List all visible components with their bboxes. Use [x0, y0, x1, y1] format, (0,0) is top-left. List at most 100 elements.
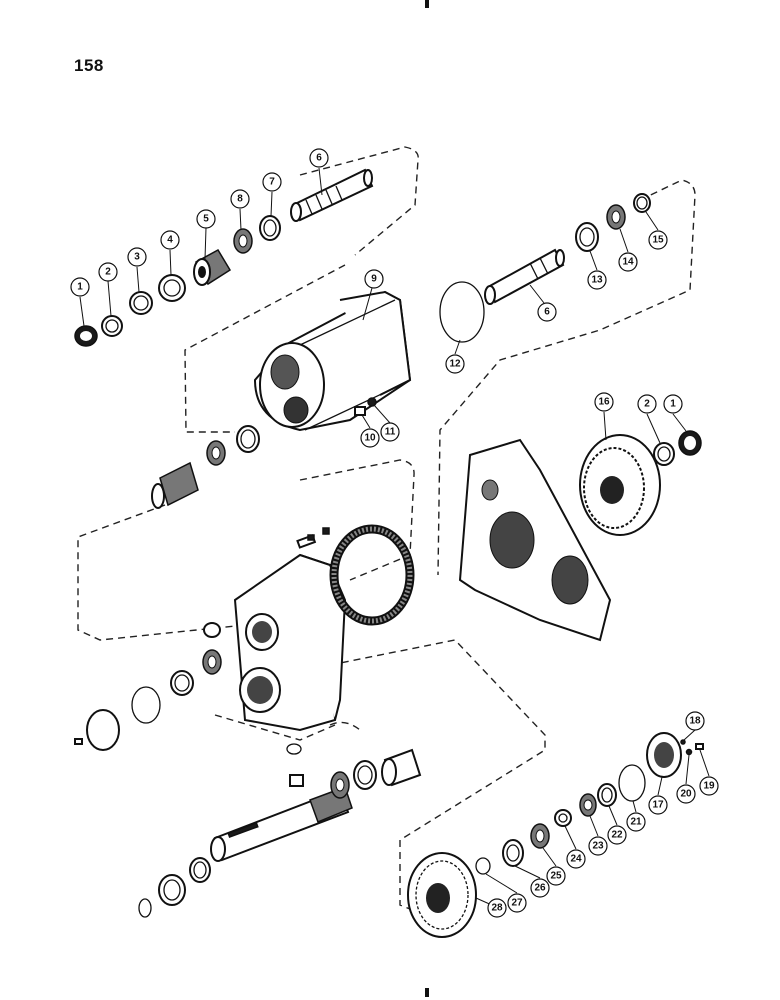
svg-text:12: 12	[449, 359, 461, 370]
svg-text:14: 14	[622, 257, 634, 268]
callout-5: 5	[196, 209, 216, 229]
svg-text:28: 28	[491, 903, 503, 914]
svg-text:2: 2	[105, 267, 111, 278]
svg-text:17: 17	[652, 800, 664, 811]
callout-1-right: 1	[663, 394, 683, 414]
svg-text:6: 6	[544, 307, 550, 318]
group-outline-middle-left	[77, 459, 415, 641]
race-middle	[236, 425, 260, 453]
svg-text:16: 16	[598, 397, 610, 408]
callout-2: 2	[98, 262, 118, 282]
callout-7: 7	[262, 172, 282, 192]
plug	[203, 622, 221, 638]
part-25-bearing	[530, 823, 550, 849]
svg-text:1: 1	[670, 399, 676, 410]
part-26-race	[502, 839, 524, 867]
mounting-plate	[458, 438, 612, 642]
part-10-bolt	[354, 406, 366, 416]
part-19-bolt	[695, 743, 704, 750]
callout-25: 25	[546, 866, 566, 886]
snap-ring-lower	[138, 898, 152, 918]
gear-case	[233, 534, 347, 732]
callout-16: 16	[594, 392, 614, 412]
oring-small	[286, 743, 302, 755]
part-4-race	[158, 274, 186, 302]
callout-18: 18	[685, 711, 705, 731]
part-11-washer	[367, 397, 377, 407]
output-shaft	[210, 786, 353, 862]
callout-27: 27	[507, 893, 527, 913]
callout-8: 8	[230, 189, 250, 209]
part-5-gear	[193, 248, 232, 286]
callout-24: 24	[566, 849, 586, 869]
part-3-ring	[129, 291, 153, 315]
race-shaft-lower	[189, 857, 211, 883]
part-27-ring	[475, 857, 491, 875]
svg-text:20: 20	[680, 789, 692, 800]
part-7-race	[259, 215, 281, 241]
registration-mark-top	[425, 0, 429, 8]
part-13-race	[575, 222, 599, 252]
registration-mark-bottom	[425, 988, 429, 997]
part-1-seal-right	[678, 430, 702, 456]
group-outline-shaft	[329, 721, 361, 731]
race-shaft-upper	[353, 760, 377, 790]
part-17-cap	[646, 732, 682, 778]
bearing-shaft-upper	[330, 771, 350, 799]
callout-12: 12	[445, 354, 465, 374]
svg-text:6: 6	[316, 153, 322, 164]
callout-10: 10	[360, 428, 380, 448]
callout-28: 28	[487, 898, 507, 918]
callout-4: 4	[160, 230, 180, 250]
part-22-race	[597, 783, 617, 807]
svg-text:4: 4	[167, 235, 173, 246]
svg-text:2: 2	[644, 399, 650, 410]
callout-23: 23	[588, 836, 608, 856]
part-15-ring	[633, 193, 651, 213]
callout-6-right: 6	[537, 302, 557, 322]
svg-text:18: 18	[689, 716, 701, 727]
page-number: 158	[74, 56, 104, 75]
callout-6-upper: 6	[309, 148, 329, 168]
dowel-pins	[307, 527, 330, 541]
svg-text:1: 1	[77, 282, 83, 293]
callout-2-right: 2	[637, 394, 657, 414]
part-9-housing	[253, 290, 412, 432]
shaft-upper	[290, 168, 374, 222]
svg-text:11: 11	[385, 427, 396, 438]
race-case-left	[170, 670, 194, 696]
group-outline-upper-left	[184, 146, 419, 433]
svg-text:15: 15	[652, 235, 664, 246]
callout-21: 21	[626, 812, 646, 832]
gasket	[329, 524, 415, 626]
part-12-oring	[439, 281, 485, 343]
callout-13: 13	[587, 270, 607, 290]
callout-22: 22	[607, 825, 627, 845]
svg-text:3: 3	[134, 252, 140, 263]
part-14-bearing	[606, 204, 626, 230]
callout-20: 20	[676, 784, 696, 804]
callout-14: 14	[618, 252, 638, 272]
callout-26: 26	[530, 878, 550, 898]
part-16-gear	[579, 434, 661, 536]
svg-text:22: 22	[611, 830, 623, 841]
part-8-bearing	[233, 228, 253, 254]
callout-1: 1	[70, 277, 90, 297]
part-1-seal	[74, 325, 98, 347]
bearing-case-left	[202, 649, 222, 675]
svg-text:10: 10	[364, 433, 376, 444]
svg-text:7: 7	[269, 177, 275, 188]
seal-shaft-lower	[158, 874, 186, 906]
callout-9: 9	[364, 269, 384, 289]
callout-19: 19	[699, 776, 719, 796]
callout-17: 17	[648, 795, 668, 815]
shaft-right	[484, 248, 565, 305]
svg-text:5: 5	[203, 214, 209, 225]
part-20-washer	[685, 748, 693, 756]
part-28-gear	[407, 852, 477, 938]
drain-plug	[289, 774, 304, 787]
group-outline-upper-right	[437, 179, 696, 576]
svg-text:25: 25	[550, 871, 562, 882]
cover-plate	[86, 709, 120, 751]
